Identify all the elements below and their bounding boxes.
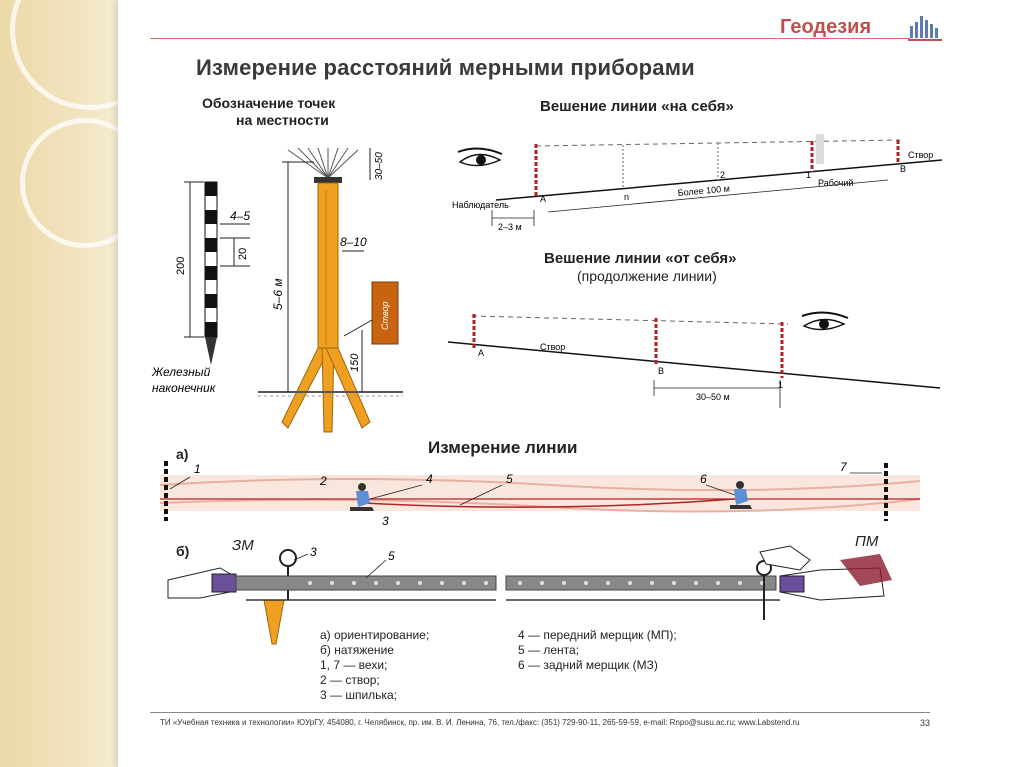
- footer-text: ТИ «Учебная техника и технологии» ЮУрГУ,…: [160, 718, 800, 727]
- towards-self-heading: Вешение линии «на себя»: [540, 98, 734, 115]
- num-5: 5: [506, 472, 513, 486]
- page-number: 33: [920, 718, 931, 728]
- brand-title: Геодезия: [780, 16, 872, 38]
- label-1: 1: [806, 170, 811, 180]
- legend-item: 5 — лента;: [518, 643, 580, 657]
- label-worker: Рабочий: [818, 178, 853, 188]
- legend-item: б) натяжение: [320, 643, 394, 657]
- dim-4-5-label: 4–5: [230, 209, 250, 223]
- legend-item: 3 — шпилька;: [320, 688, 397, 702]
- away-self-figure: A Створ B 1 30–50 м: [448, 311, 941, 408]
- label-stvor: Створ: [540, 342, 565, 352]
- label-more-100: Более 100 м: [677, 183, 730, 198]
- measurement-label-b: б): [176, 543, 190, 559]
- num-6: 6: [700, 472, 707, 486]
- legend-item: 4 — передний мерщик (МП);: [518, 628, 677, 642]
- label-30-50: 30–50 м: [696, 392, 730, 402]
- rear-chainman: [730, 481, 752, 509]
- footer-divider: [150, 712, 930, 713]
- away-self-heading: Вешение линии «от себя»: [544, 250, 737, 267]
- decorative-background: [0, 0, 170, 767]
- label-observer: Наблюдатель: [452, 200, 509, 210]
- header-divider: [150, 38, 910, 39]
- legend-item: 6 — задний мерщик (МЗ): [518, 658, 658, 672]
- towards-self-figure: A n 2 1 B Створ Рабочий Наблюдатель Боле…: [452, 134, 943, 232]
- num-5: 5: [388, 549, 395, 563]
- label-zm: ЗМ: [232, 537, 254, 554]
- label-2: 2: [720, 170, 725, 180]
- iron-tip-label-line1: Железный: [151, 365, 211, 379]
- stake-tag: Створ: [343, 281, 399, 345]
- dim-20-label: 20: [237, 248, 249, 260]
- label-stvor: Створ: [908, 150, 933, 160]
- measurement-figure-a: 1 2 4 3 5 6 7: [159, 460, 921, 528]
- num-4: 4: [426, 472, 433, 486]
- points-heading-line1: Обозначение точек: [202, 95, 336, 111]
- dim-8-10-label: 8–10: [340, 235, 367, 249]
- dim-30-50-label: 30–50: [374, 152, 385, 180]
- label-a: A: [478, 348, 484, 358]
- front-chainman: [350, 483, 374, 511]
- legend-item: 1, 7 — вехи;: [320, 658, 388, 672]
- eye-icon: [457, 147, 503, 167]
- points-figure: 200 4–5 20 Железный наконечник 5–6 м 30–…: [151, 147, 403, 433]
- label-b: B: [658, 366, 664, 376]
- iron-tip-label-line2: наконечник: [152, 381, 217, 395]
- measurement-heading: Измерение линии: [428, 438, 578, 457]
- wooden-stake: [281, 147, 371, 433]
- num-7: 7: [840, 460, 848, 474]
- label-a: A: [540, 194, 546, 204]
- label-n: n: [624, 192, 629, 202]
- legend-item: а) ориентирование;: [320, 628, 430, 642]
- label-2-3m: 2–3 м: [498, 222, 522, 232]
- num-1: 1: [194, 462, 201, 476]
- page-title: Измерение расстояний мерными приборами: [196, 55, 695, 80]
- dim-5-6m-label: 5–6 м: [271, 278, 285, 310]
- num-3: 3: [310, 545, 317, 559]
- survey-pole: [204, 181, 218, 365]
- slide: [118, 0, 1024, 767]
- num-2: 2: [319, 474, 327, 488]
- eye-icon: [801, 311, 849, 331]
- dim-200-label: 200: [175, 257, 187, 275]
- measurement-label-a: а): [176, 446, 189, 462]
- label-b: B: [900, 164, 906, 174]
- dim-150-label: 150: [349, 353, 361, 372]
- away-self-subheading: (продолжение линии): [577, 268, 717, 284]
- points-heading-line2: на местности: [236, 112, 329, 128]
- num-3: 3: [382, 514, 389, 528]
- label-1: 1: [778, 380, 783, 390]
- legend-left: а) ориентирование; б) натяжение 1, 7 — в…: [320, 628, 429, 703]
- legend-item: 2 — створ;: [320, 673, 380, 687]
- legend-right: 4 — передний мерщик (МП); 5 — лента; 6 —…: [518, 628, 677, 673]
- measurement-figure-b: 3 5: [167, 545, 892, 645]
- svg-text:Створ: Створ: [380, 301, 390, 330]
- label-pm: ПМ: [855, 533, 879, 550]
- university-logo-icon: [908, 16, 942, 41]
